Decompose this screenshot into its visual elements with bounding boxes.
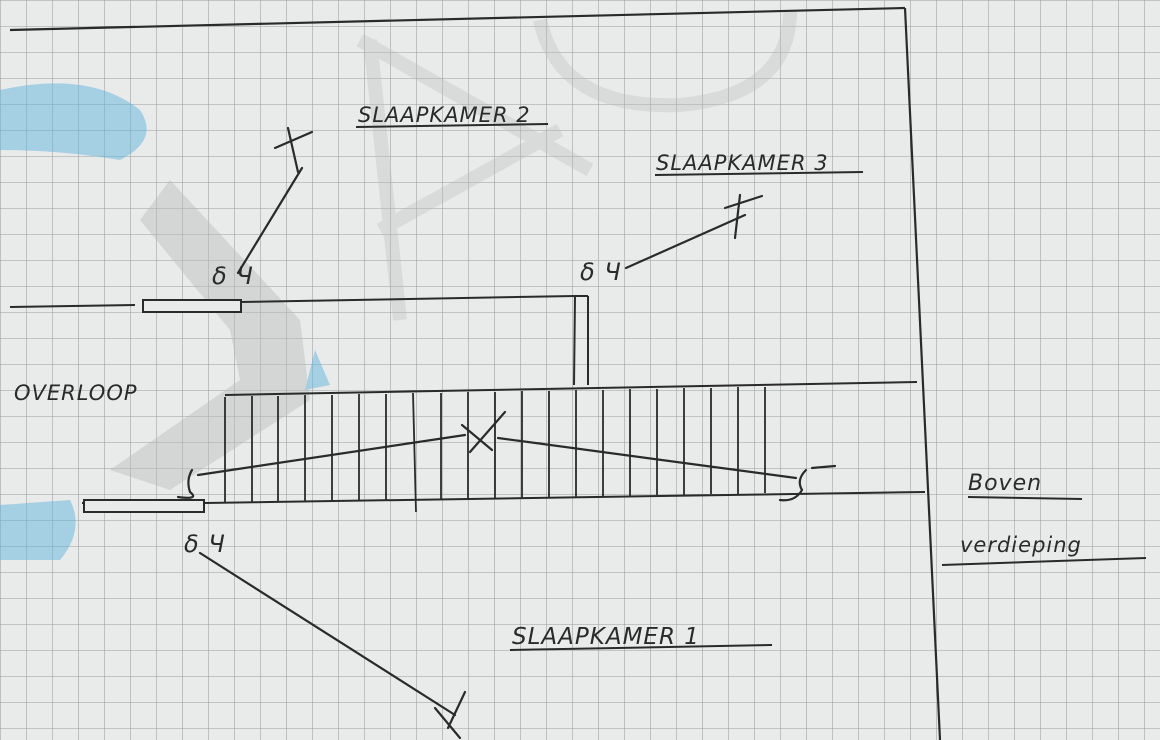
- switch-mark-bedroom-3: δ Ч: [580, 258, 622, 286]
- wire-bedroom-1: [198, 551, 457, 717]
- staircase: [81, 381, 926, 513]
- label-bedroom-3: SLAAPKAMER 3: [656, 151, 829, 175]
- wire-bedroom-2: [236, 166, 304, 275]
- light-x-bedroom-3: [723, 193, 764, 240]
- label-landing: OVERLOOP: [14, 381, 138, 405]
- switch-mark-bedroom-2: δ Ч: [212, 262, 254, 290]
- wiring: [176, 126, 837, 740]
- switch-mark-bedroom-1: δ Ч: [184, 530, 226, 558]
- label-bedroom-2: SLAAPKAMER 2: [358, 103, 531, 127]
- wire-bedroom-3: [624, 213, 747, 270]
- switch-landing-right: [778, 464, 837, 502]
- light-x-landing: [460, 410, 507, 454]
- wire-landing-right: [496, 436, 798, 480]
- label-floor-line1: Boven: [968, 471, 1042, 496]
- label-bedroom-1: SLAAPKAMER 1: [512, 624, 700, 650]
- label-floor-line2: verdieping: [960, 533, 1082, 557]
- wire-landing-left: [196, 433, 467, 477]
- upper-bedroom-walls: [9, 295, 589, 386]
- light-x-bedroom-1: [433, 690, 467, 740]
- switch-landing-left: [176, 468, 195, 499]
- label-underlines: [355, 123, 1147, 651]
- light-x-bedroom-2: [273, 126, 314, 174]
- watermark: [0, 9, 797, 560]
- outer-walls: [9, 6, 942, 740]
